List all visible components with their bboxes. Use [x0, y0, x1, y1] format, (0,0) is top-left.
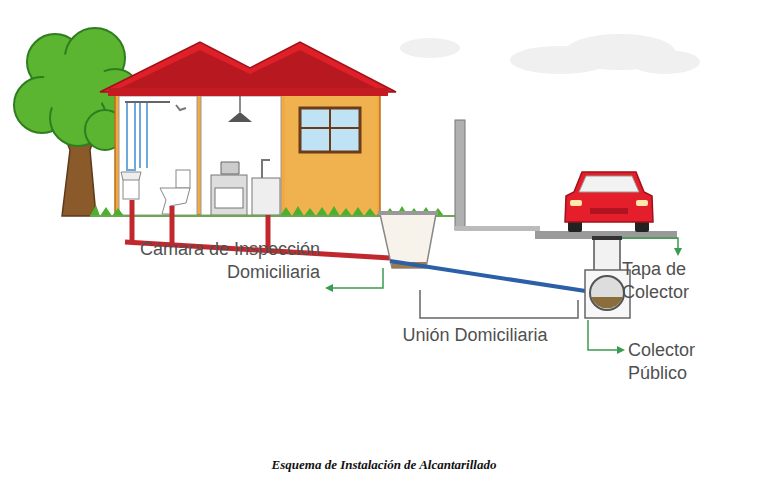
- callout-label: Unión Domiciliaria: [360, 324, 590, 347]
- inspection-chamber: [378, 211, 438, 268]
- street: [455, 120, 677, 239]
- callout-label: Tapa de Colector: [622, 258, 722, 305]
- grass: [90, 205, 444, 216]
- car: [565, 172, 653, 232]
- house: [100, 42, 396, 215]
- clouds: [400, 34, 700, 74]
- connection-pipe: [390, 261, 592, 292]
- callout-label: Colector Público: [628, 339, 728, 386]
- caption: Esquema de Instalación de Alcantarillado: [0, 457, 768, 473]
- bracket: [420, 290, 578, 318]
- callout-label: Cámara de Inspección Domiciliaria: [86, 238, 320, 285]
